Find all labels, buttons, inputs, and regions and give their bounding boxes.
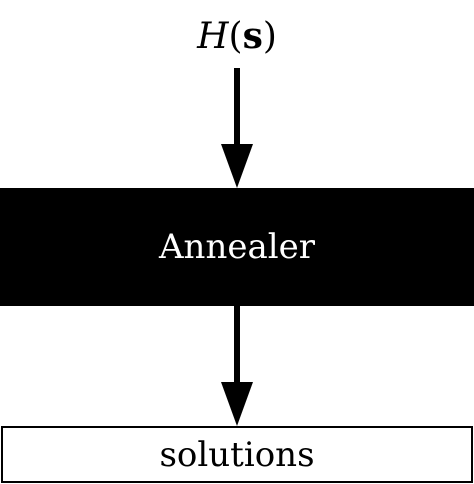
solutions-box: solutions [1,426,473,483]
arrow-head [221,144,253,188]
open-paren: ( [228,16,243,57]
input-arrow [221,68,253,188]
solutions-label: solutions [159,434,315,475]
annealer-box: Annealer [0,188,474,306]
down-arrow-icon [221,68,253,188]
hamiltonian-input-label: H(s) [0,12,474,61]
annealer-label: Annealer [159,227,315,267]
spin-vector-symbol: s [242,15,263,57]
output-arrow [221,304,253,426]
hamiltonian-symbol: H [197,16,229,57]
down-arrow-icon [221,304,253,426]
arrow-head [221,382,253,426]
close-paren: ) [262,16,277,57]
